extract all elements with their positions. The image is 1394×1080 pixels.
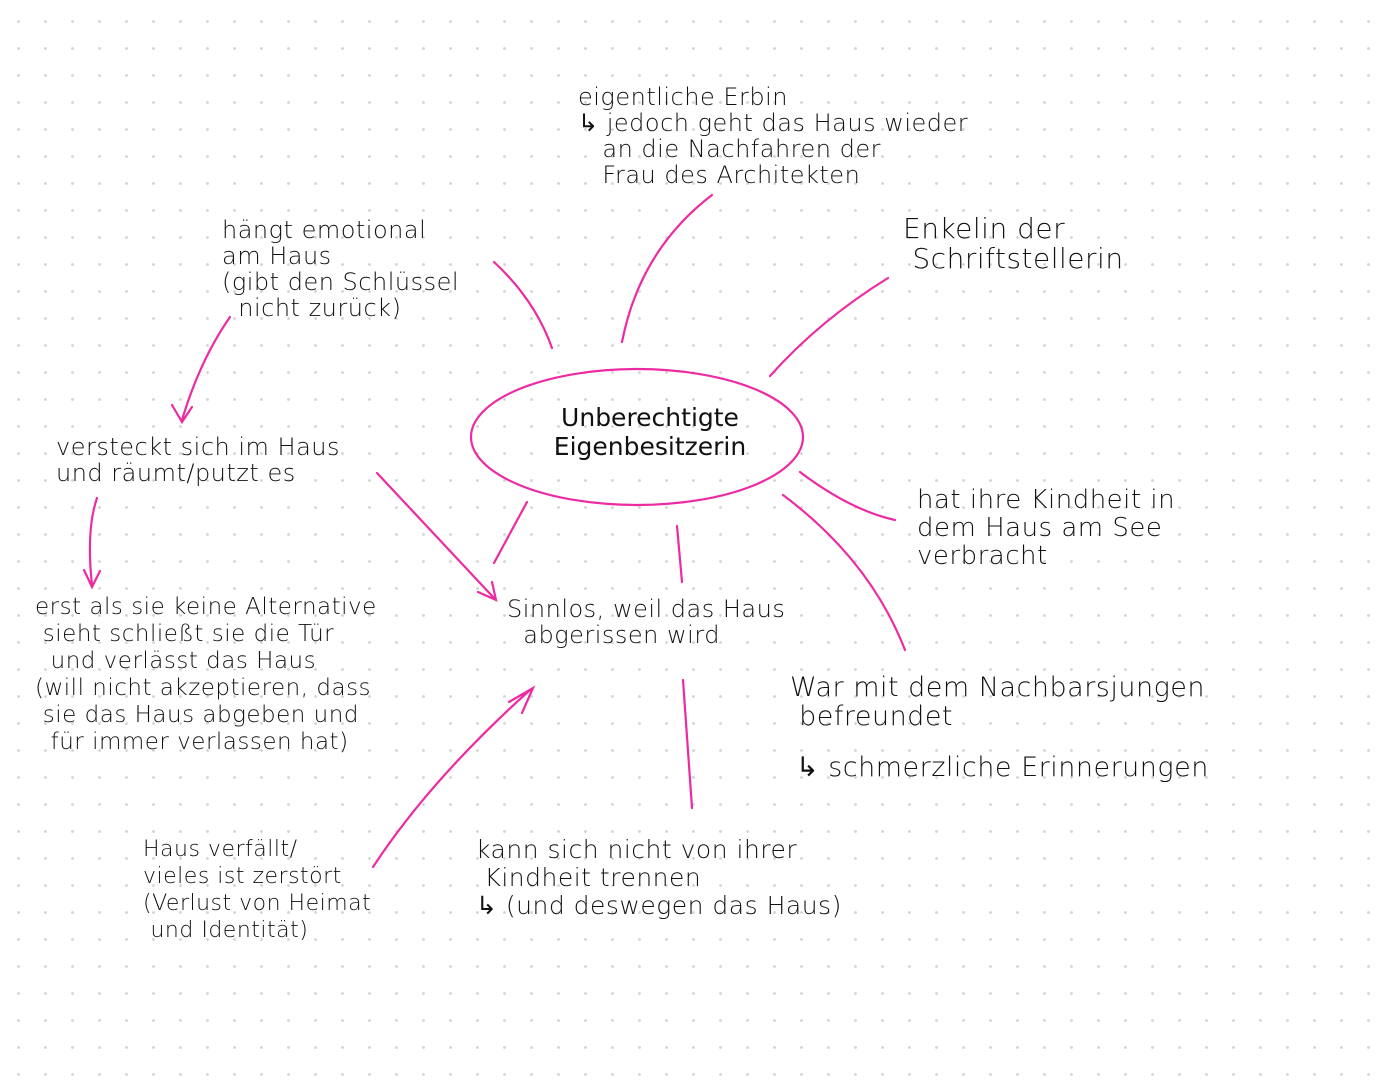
link-haengt: [492, 260, 554, 350]
link-enkelin: [768, 276, 890, 378]
arrow-versteckt-sinnlos: [375, 471, 498, 602]
link-trennen: [681, 678, 694, 810]
node-kindheit-trennen: kann sich nicht von ihrer Kindheit trenn…: [476, 835, 842, 920]
node-sinnlos: Sinnlos, weil das Haus abgerissen wird: [507, 595, 786, 649]
arrow-haengt-versteckt: [170, 315, 232, 425]
node-haengt-emotional: hängt emotional am Haus (gibt den Schlüs…: [222, 216, 460, 322]
node-kindheit: hat ihre Kindheit in dem Haus am See ver…: [917, 485, 1176, 571]
arrow-versteckt-erst: [82, 496, 102, 590]
link-sinnlos-mid: [675, 524, 684, 584]
node-haus-verfaellt: Haus verfällt/ vieles ist zerstört (Verl…: [143, 837, 372, 943]
link-kindheit: [798, 470, 897, 522]
link-sinnlos-left: [492, 500, 529, 565]
link-top: [620, 193, 714, 344]
node-nachbarsjunge: War mit dem Nachbarsjungen befreundet: [790, 672, 1206, 732]
node-versteckt: versteckt sich im Haus und räumt/putzt e…: [56, 433, 340, 487]
arrow-verfaellt-sinnlos: [371, 685, 536, 869]
node-erinnerungen: ↳ schmerzliche Erinnerungen: [796, 752, 1209, 783]
central-topic: Unberechtigte Eigenbesitzerin: [540, 403, 760, 461]
center-ellipse: [469, 367, 805, 507]
link-nachbar: [781, 493, 907, 652]
node-eigentliche-erbin: eigentliche Erbin ↳ jedoch geht das Haus…: [578, 83, 969, 189]
central-topic-line2: Eigenbesitzerin: [553, 432, 747, 461]
node-enkelin: Enkelin der Schriftstellerin: [903, 212, 1124, 275]
node-erst-als: erst als sie keine Alternative sieht sch…: [35, 594, 377, 755]
central-topic-line1: Unberechtigte: [561, 403, 739, 432]
